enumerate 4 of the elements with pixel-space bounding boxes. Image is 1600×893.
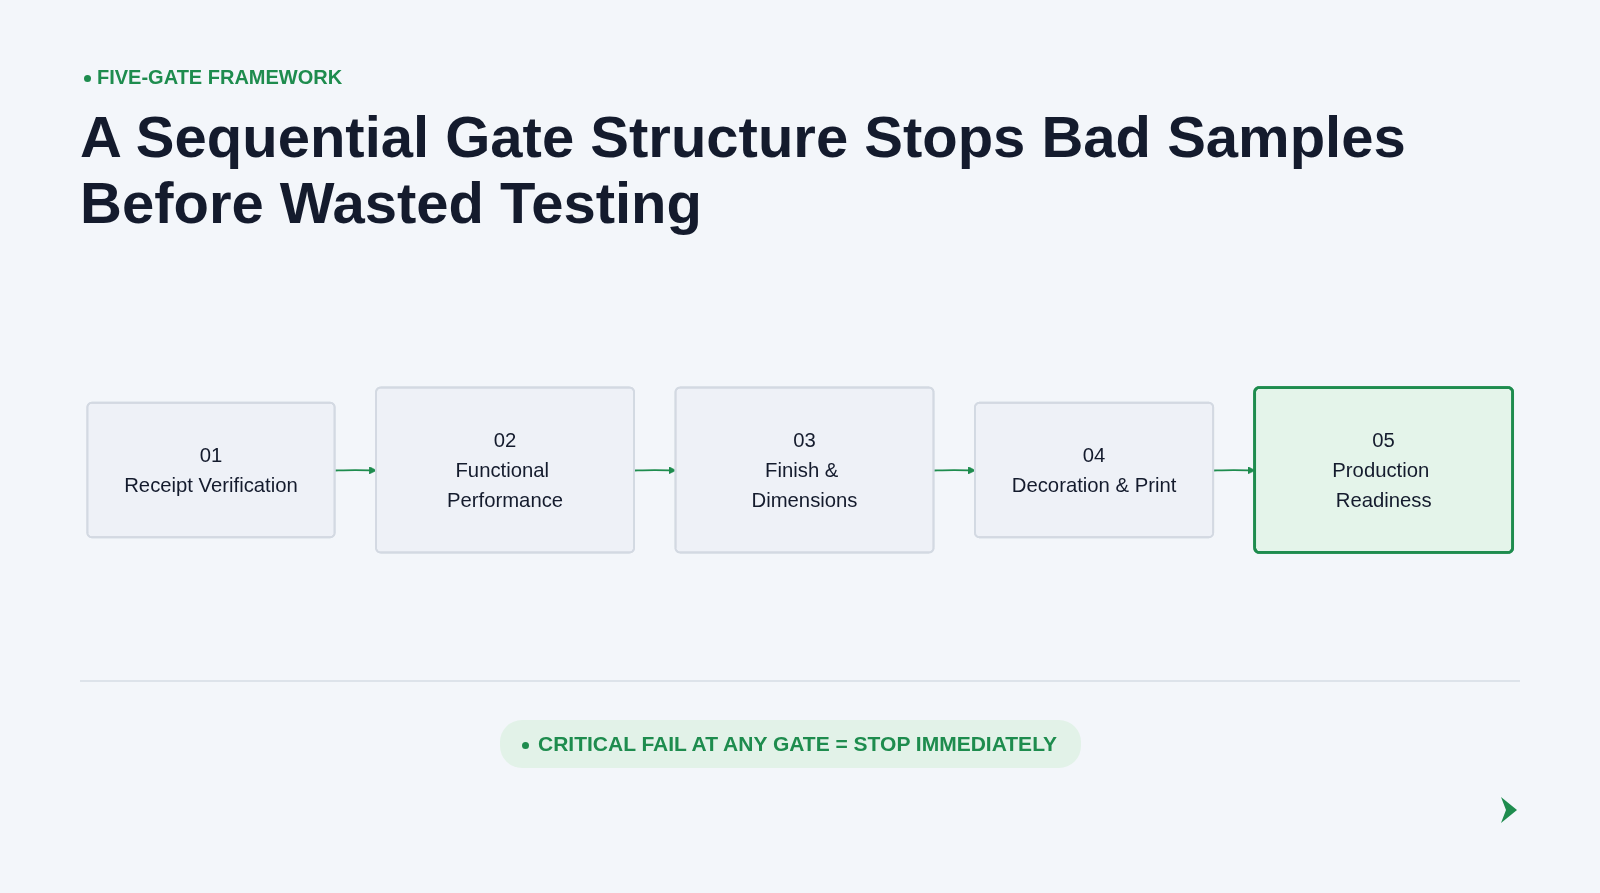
warning-pill: CRITICAL FAIL AT ANY GATE = STOP IMMEDIATELY — [500, 720, 1082, 768]
arrow — [334, 466, 377, 475]
section-label: FIVE-GATE FRAMEWORK — [97, 66, 343, 89]
title: A Sequential Gate Structure Stops Bad Samples Before Wasted Testing — [80, 104, 1407, 236]
